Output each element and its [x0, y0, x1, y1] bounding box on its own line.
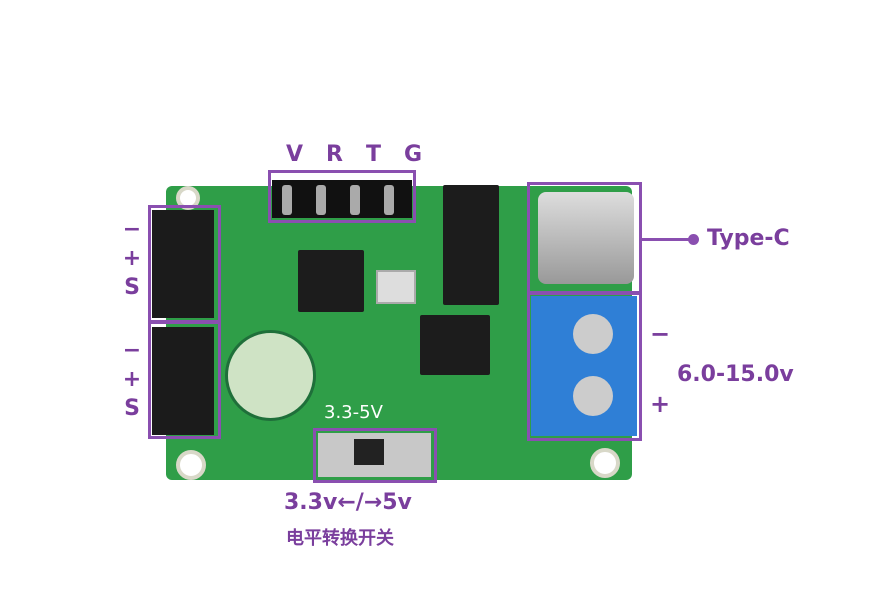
power-minus-label: −	[650, 320, 671, 348]
servo-connector-top	[152, 210, 214, 318]
crystal	[376, 270, 416, 304]
screw-icon	[573, 376, 613, 416]
terminal-highlight-box	[527, 292, 642, 441]
power-plus-label: +	[650, 390, 671, 418]
mounting-hole	[590, 448, 620, 478]
capacitor	[225, 330, 316, 421]
servo-connector-bottom	[152, 327, 214, 435]
leader-dot	[688, 234, 699, 245]
minus-label: −	[122, 217, 142, 242]
pin-label-g: G	[403, 142, 423, 167]
pin-label-r: R	[326, 142, 343, 167]
switch-label: 3.3v←/→5v	[284, 490, 412, 515]
header-pin-labels: V R T G	[286, 142, 422, 167]
connector-top-highlight-box	[148, 205, 221, 323]
minus-label: −	[122, 338, 142, 363]
mounting-hole	[176, 450, 206, 480]
header-pin	[316, 185, 326, 215]
type-c-leader-line	[642, 238, 692, 241]
usb-type-c-port	[538, 192, 634, 284]
header-pin	[384, 185, 394, 215]
type-c-highlight-box	[527, 182, 642, 294]
connector-top-labels: − + S	[122, 215, 142, 302]
voltage-range-label: 6.0-15.0v	[677, 362, 794, 387]
level-switch	[318, 433, 431, 477]
switch-highlight-box	[313, 428, 437, 483]
pin-label-t: T	[365, 142, 381, 167]
plus-label: +	[122, 367, 142, 392]
signal-label: S	[124, 275, 140, 300]
type-c-label: Type-C	[707, 226, 790, 251]
switch-caption: 电平转换开关	[286, 528, 394, 549]
ic-chip	[443, 185, 499, 305]
header-highlight-box	[268, 170, 416, 223]
switch-knob	[354, 439, 384, 465]
screw-terminal	[531, 296, 637, 436]
signal-label: S	[124, 396, 140, 421]
screw-icon	[573, 314, 613, 354]
mcu-chip	[298, 250, 364, 312]
pin-label-v: V	[286, 142, 304, 167]
switch-silkscreen: 3.3-5V	[324, 402, 383, 423]
plus-label: +	[122, 246, 142, 271]
connector-bottom-highlight-box	[148, 321, 221, 439]
connector-bottom-labels: − + S	[122, 336, 142, 423]
regulator-chip	[420, 315, 490, 375]
header-pin	[350, 185, 360, 215]
header-pin	[282, 185, 292, 215]
